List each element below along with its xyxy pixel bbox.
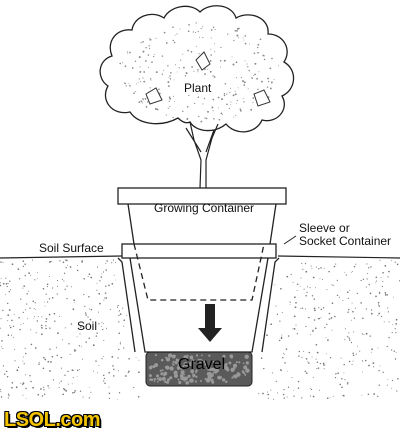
site-logo: LSOL.com	[4, 409, 101, 431]
plant-label: Plant	[184, 81, 212, 95]
soil-texture	[0, 259, 400, 401]
canopy-texture	[119, 22, 280, 123]
gravel-stones	[148, 353, 250, 385]
tree-trunk	[185, 121, 219, 189]
soil-label: Soil	[77, 319, 98, 333]
gravel-label: Gravel	[178, 356, 226, 373]
down-arrow-icon	[198, 304, 222, 342]
planting-hole	[117, 257, 280, 353]
foliage-gaps	[145, 51, 271, 107]
soil-surface-line	[0, 255, 400, 259]
sleeve-label: Sleeve or	[299, 221, 350, 235]
soil-surface-label: Soil Surface	[39, 241, 104, 255]
sleeve-leader-line	[283, 235, 297, 245]
growing-container-label: Growing Container	[154, 201, 255, 215]
growing-container	[117, 187, 287, 301]
sleeve-container	[121, 243, 277, 353]
socket-container-label: Socket Container	[299, 234, 392, 248]
tree-canopy	[99, 5, 295, 133]
